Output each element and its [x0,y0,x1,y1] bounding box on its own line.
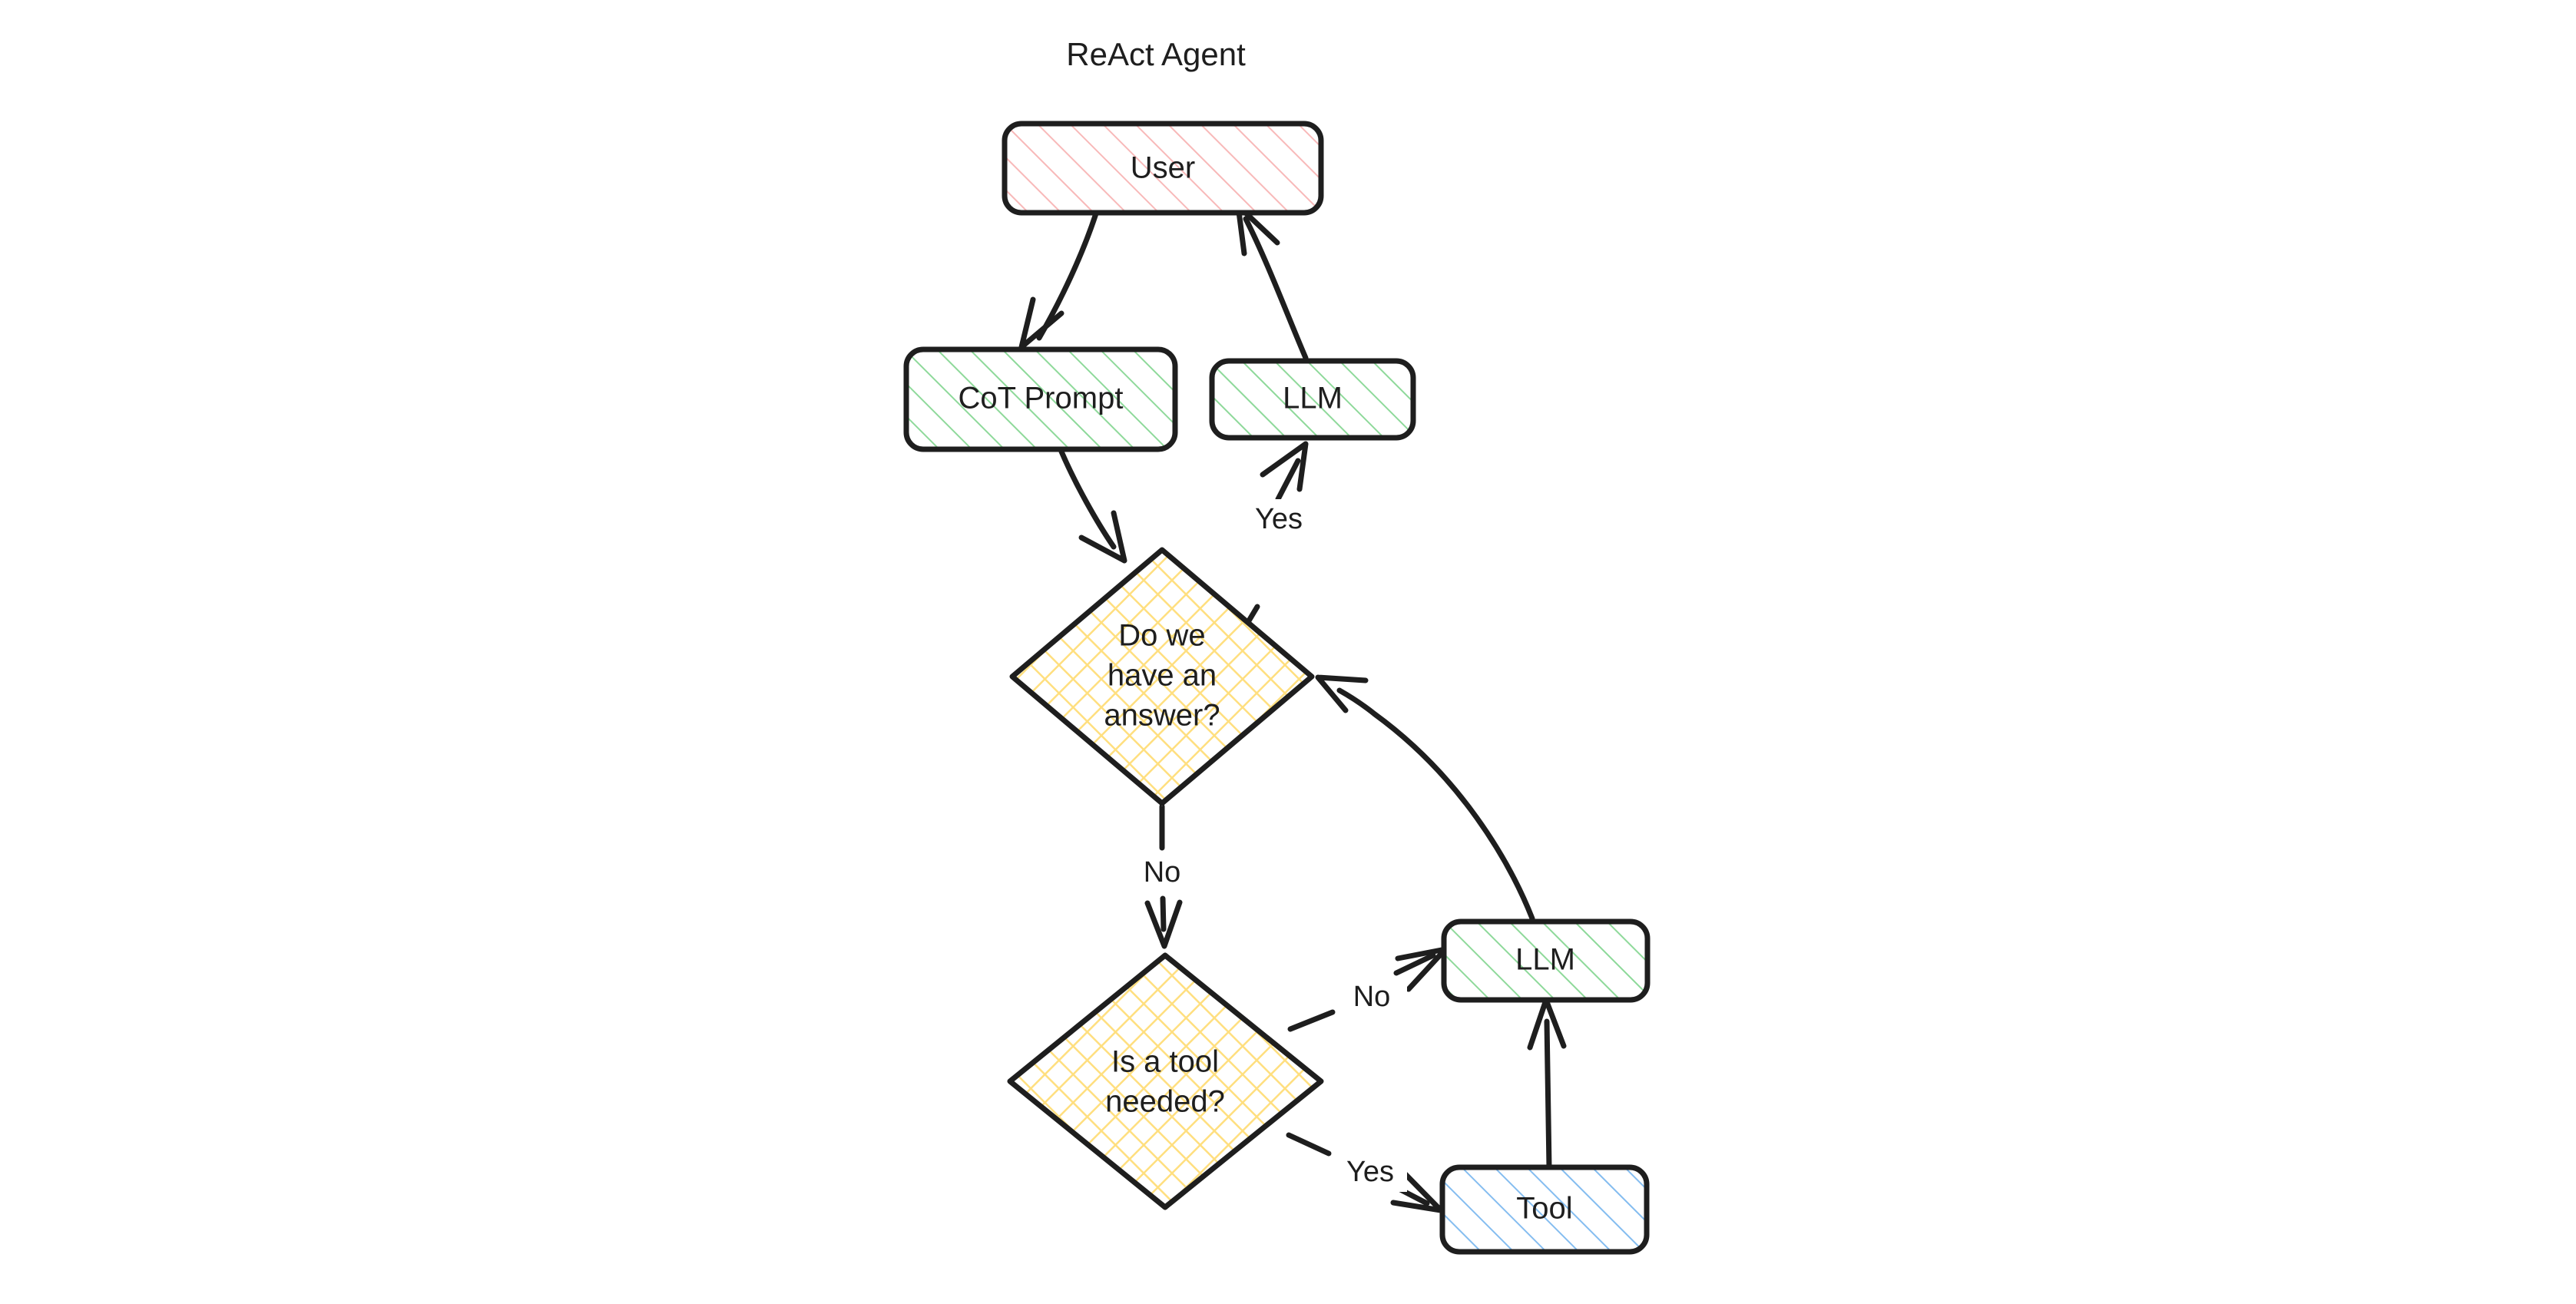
node-decision-tool-fill [1006,952,1325,1210]
no-label-bg [1127,852,1197,892]
yes-label-bg [1242,499,1316,539]
node-tool-label: Tool [1516,1192,1572,1226]
yes-bottom-label-bg [1333,1152,1407,1192]
node-user-label: User [1131,151,1195,185]
edge-user-to-cot-prompt [1018,210,1099,350]
edge-decision-answer-yes-to-llm: Yes [1231,441,1316,648]
edge-label-yes-top: Yes [1255,503,1303,535]
node-decision-tool-border [1007,952,1324,1210]
edge-label-no-right: No [1353,981,1391,1013]
node-decision-tool-line1: Is a tool [1111,1045,1219,1079]
edge-decision-tool-no-to-llm: No [1287,946,1449,1032]
node-cot-prompt-border [903,346,1178,452]
node-decision-answer[interactable]: Do we have an answer? [1008,547,1316,806]
edge-label-yes-bottom: Yes [1346,1156,1394,1188]
node-user-fill [1005,124,1321,213]
node-decision-answer-line3: answer? [1104,699,1220,733]
edge-tool-to-llm [1527,997,1567,1170]
node-decision-tool-line2: needed? [1105,1085,1225,1119]
node-user-border [1002,121,1324,216]
node-llm-top-border [1209,358,1416,441]
node-llm-bottom[interactable]: LLM [1441,918,1651,1003]
node-decision-answer-line1: Do we [1118,619,1205,653]
node-llm-bottom-label: LLM [1515,943,1575,977]
node-llm-bottom-fill [1444,922,1647,1000]
node-cot-prompt-label: CoT Prompt [959,382,1124,415]
edge-decision-tool-yes-to-tool: Yes [1286,1132,1444,1213]
node-decision-tool[interactable]: Is a tool needed? [1006,952,1325,1210]
node-llm-top[interactable]: LLM [1209,358,1416,441]
node-decision-answer-border [1009,547,1315,806]
edge-llm-to-decision-answer [1315,674,1535,922]
node-user[interactable]: User [1002,121,1324,216]
node-decision-answer-line2: have an [1108,659,1217,693]
node-cot-prompt[interactable]: CoT Prompt [903,346,1178,452]
edge-label-no-middle: No [1144,856,1181,889]
node-tool-border [1439,1164,1650,1255]
node-tool[interactable]: Tool [1439,1164,1650,1255]
edge-cot-prompt-to-decision-answer [1058,448,1127,564]
edge-llm-to-user [1235,203,1309,361]
node-llm-top-label: LLM [1283,382,1343,415]
edge-decision-answer-no-to-decision-tool: No [1127,803,1197,949]
diagram-title: ReAct Agent [1066,36,1246,72]
no-right-label-bg [1336,977,1407,1018]
node-llm-bottom-border [1441,918,1651,1003]
node-cot-prompt-fill [906,349,1175,449]
node-tool-fill [1442,1167,1647,1252]
node-llm-top-fill [1212,361,1413,438]
